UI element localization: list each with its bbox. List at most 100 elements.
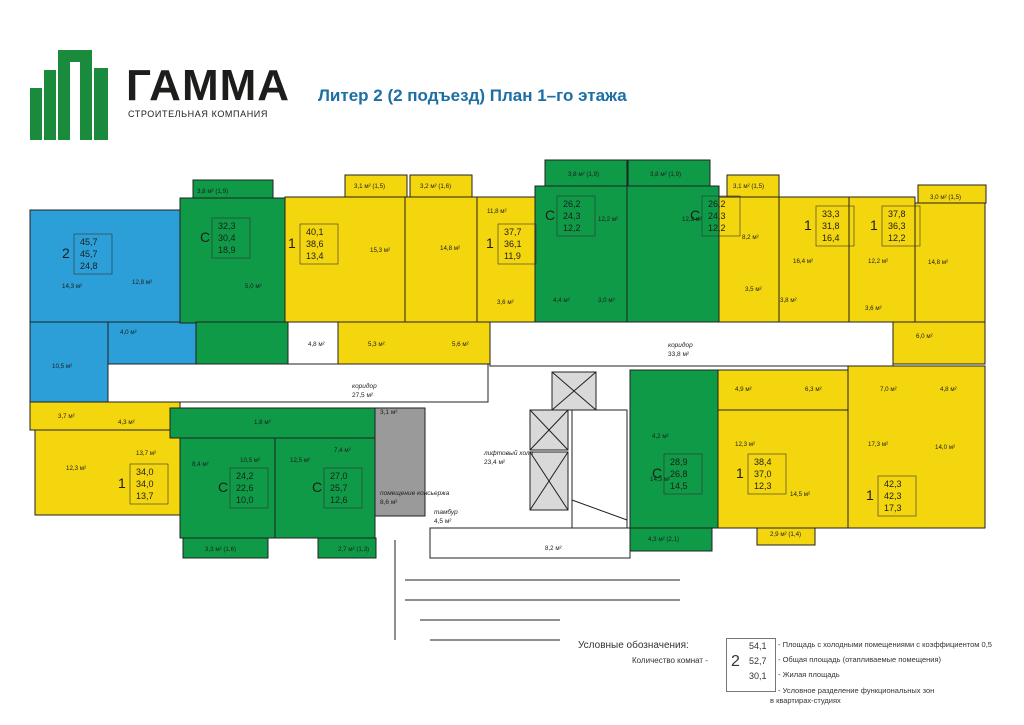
room-area-label: 14,8 м² <box>928 259 948 266</box>
room-area-label: 12,2 м² <box>682 216 702 223</box>
room-area-label: 1,8 м² <box>254 419 271 426</box>
legend-title: Условные обозначения: <box>578 640 689 651</box>
apartment-area-value: 28,9 <box>670 457 688 467</box>
apartment-label: С28,926,814,5 <box>652 453 703 495</box>
legend-desc-living: - Жилая площадь <box>778 670 840 679</box>
apartment-area-value: 32,3 <box>218 221 236 231</box>
apartment-label-box <box>73 233 113 275</box>
balconies-bottom <box>182 524 816 559</box>
apartment-label-box <box>663 453 703 495</box>
apartment-area-value: 34,0 <box>136 467 154 477</box>
room-area-label: 13,7 м² <box>136 450 156 457</box>
legend-value-total: 52,7 <box>749 656 767 666</box>
apartment-area-value: 37,8 <box>888 209 906 219</box>
apartment-type: С <box>545 207 555 223</box>
legend-value-cold: 54,1 <box>749 641 767 651</box>
apartment-label: 133,331,816,4 <box>804 205 855 247</box>
apartment-type: С <box>218 479 228 495</box>
room-area-label: 15,3 м² <box>370 247 390 254</box>
apartment-area-value: 12,2 <box>708 223 726 233</box>
apartment-label: С26,224,312,2 <box>545 195 596 237</box>
brand-subtitle: СТРОИТЕЛЬНАЯ КОМПАНИЯ <box>128 109 268 119</box>
apartment-area-value: 40,1 <box>306 227 324 237</box>
apartment-area-value: 12,2 <box>888 233 906 243</box>
apartment-area-value: 13,7 <box>136 491 154 501</box>
apartment-type: 1 <box>288 235 296 251</box>
apartment-area-value: 18,9 <box>218 245 236 255</box>
apartment-area-value: 24,3 <box>563 211 581 221</box>
room-area-label: 3,7 м² <box>58 413 75 420</box>
room-area-label: 3,8 м² <box>780 297 797 304</box>
room-area-label: 8,2 м² <box>545 545 562 552</box>
room-area-label: 3,1 м² (1,5) <box>733 183 764 190</box>
legend-value-living: 30,1 <box>749 671 767 681</box>
room-area-label: 14,8 м² <box>440 245 460 252</box>
apartment-type: 1 <box>736 465 744 481</box>
room-area-label: 7,4 м² <box>334 447 351 454</box>
apartment-label-box <box>497 223 537 265</box>
apartment-type: С <box>652 465 662 481</box>
apartment-label: 137,736,111,9 <box>486 223 537 265</box>
apartment-area-value: 13,4 <box>306 251 324 261</box>
room-area-label: 12,3 м² <box>66 465 86 472</box>
apartment-label-box <box>556 195 596 237</box>
apartment-area-value: 11,9 <box>504 251 521 261</box>
room-area-label: 12,5 м² <box>290 457 310 464</box>
room-area-label: 7,0 м² <box>880 386 897 393</box>
room-area-label: 3,5 м² <box>745 286 762 293</box>
apartment-area-value: 14,5 <box>670 481 688 491</box>
apartment-area-value: 12,3 <box>754 481 772 491</box>
apartment-area-value: 24,2 <box>236 471 254 481</box>
room-area-label: 3,0 м² <box>598 297 615 304</box>
legend-desc-zones: - Условное разделение функциональных зон <box>778 686 935 695</box>
apartment-label-box <box>747 453 787 495</box>
stairwell <box>571 409 628 529</box>
apartment-label-box <box>129 463 169 505</box>
common-area-name: коридор <box>352 382 377 390</box>
apartment-type: С <box>200 229 210 245</box>
common-area-size: 27,5 м² <box>352 392 374 399</box>
apartment-label: С27,025,712,6 <box>312 467 363 509</box>
room-area-label: 4,2 м² <box>652 433 669 440</box>
common-area-name: помещение консьержа <box>380 490 450 497</box>
common-area-name: лифтовый холл <box>483 449 534 457</box>
room-area-label: 12,8 м² <box>132 279 152 286</box>
room-area-label: 3,3 м² (1,6) <box>205 546 236 553</box>
apartment-area-value: 22,6 <box>236 483 254 493</box>
common-area-name: коридор <box>668 341 693 349</box>
apartment-label-box <box>701 195 741 237</box>
room-area-label: 3,2 м² (1,6) <box>420 183 451 190</box>
room-area-label: 12,2 м² <box>868 258 888 265</box>
room-area-label: 8,2 м² <box>742 234 759 241</box>
room-area-label: 4,3 м² <box>118 419 135 426</box>
room-area-label: 3,0 м² (1,5) <box>930 194 961 201</box>
room-area-label: 5,3 м² <box>368 341 385 348</box>
room-area-label: 14,0 м² <box>935 444 955 451</box>
common-area-size: 4,5 м² <box>434 518 452 525</box>
elevator-shafts <box>529 371 597 511</box>
brand-name: ГАММА <box>126 61 291 110</box>
room-area-label: 10,5 м² <box>240 457 260 464</box>
apartment-area-value: 24,8 <box>80 261 98 271</box>
room-area-label: 14,3 м² <box>650 476 670 483</box>
common-area-size: 3,1 м² <box>380 409 398 416</box>
room-area-label: 6,0 м² <box>916 333 933 340</box>
apartment-area-value: 24,3 <box>708 211 726 221</box>
room-area-label: 3,1 м² (1,5) <box>354 183 385 190</box>
apartment-label-box <box>299 223 339 265</box>
apartment-label: 245,745,724,8 <box>62 233 113 275</box>
room-area-label: 3,8 м² (1,9) <box>650 171 681 178</box>
apartment-area-value: 27,0 <box>330 471 348 481</box>
apartment-type: 1 <box>486 235 494 251</box>
apartment-label-box <box>229 467 269 509</box>
legend-desc-studio: в квартирах-студиях <box>770 696 841 705</box>
room-area-label: 16,4 м² <box>793 258 813 265</box>
apartment-area-value: 45,7 <box>80 237 98 247</box>
room-labels: 3,8 м² (1,9) 3,1 м² (1,5) 3,2 м² (1,6) 3,8 … <box>52 171 961 553</box>
apartment-area-value: 34,0 <box>136 479 154 489</box>
corridors <box>107 321 894 403</box>
apartment-label: С32,330,418,9 <box>200 217 251 259</box>
apartment-area-value: 10,0 <box>236 495 254 505</box>
apartments-top <box>29 185 986 403</box>
